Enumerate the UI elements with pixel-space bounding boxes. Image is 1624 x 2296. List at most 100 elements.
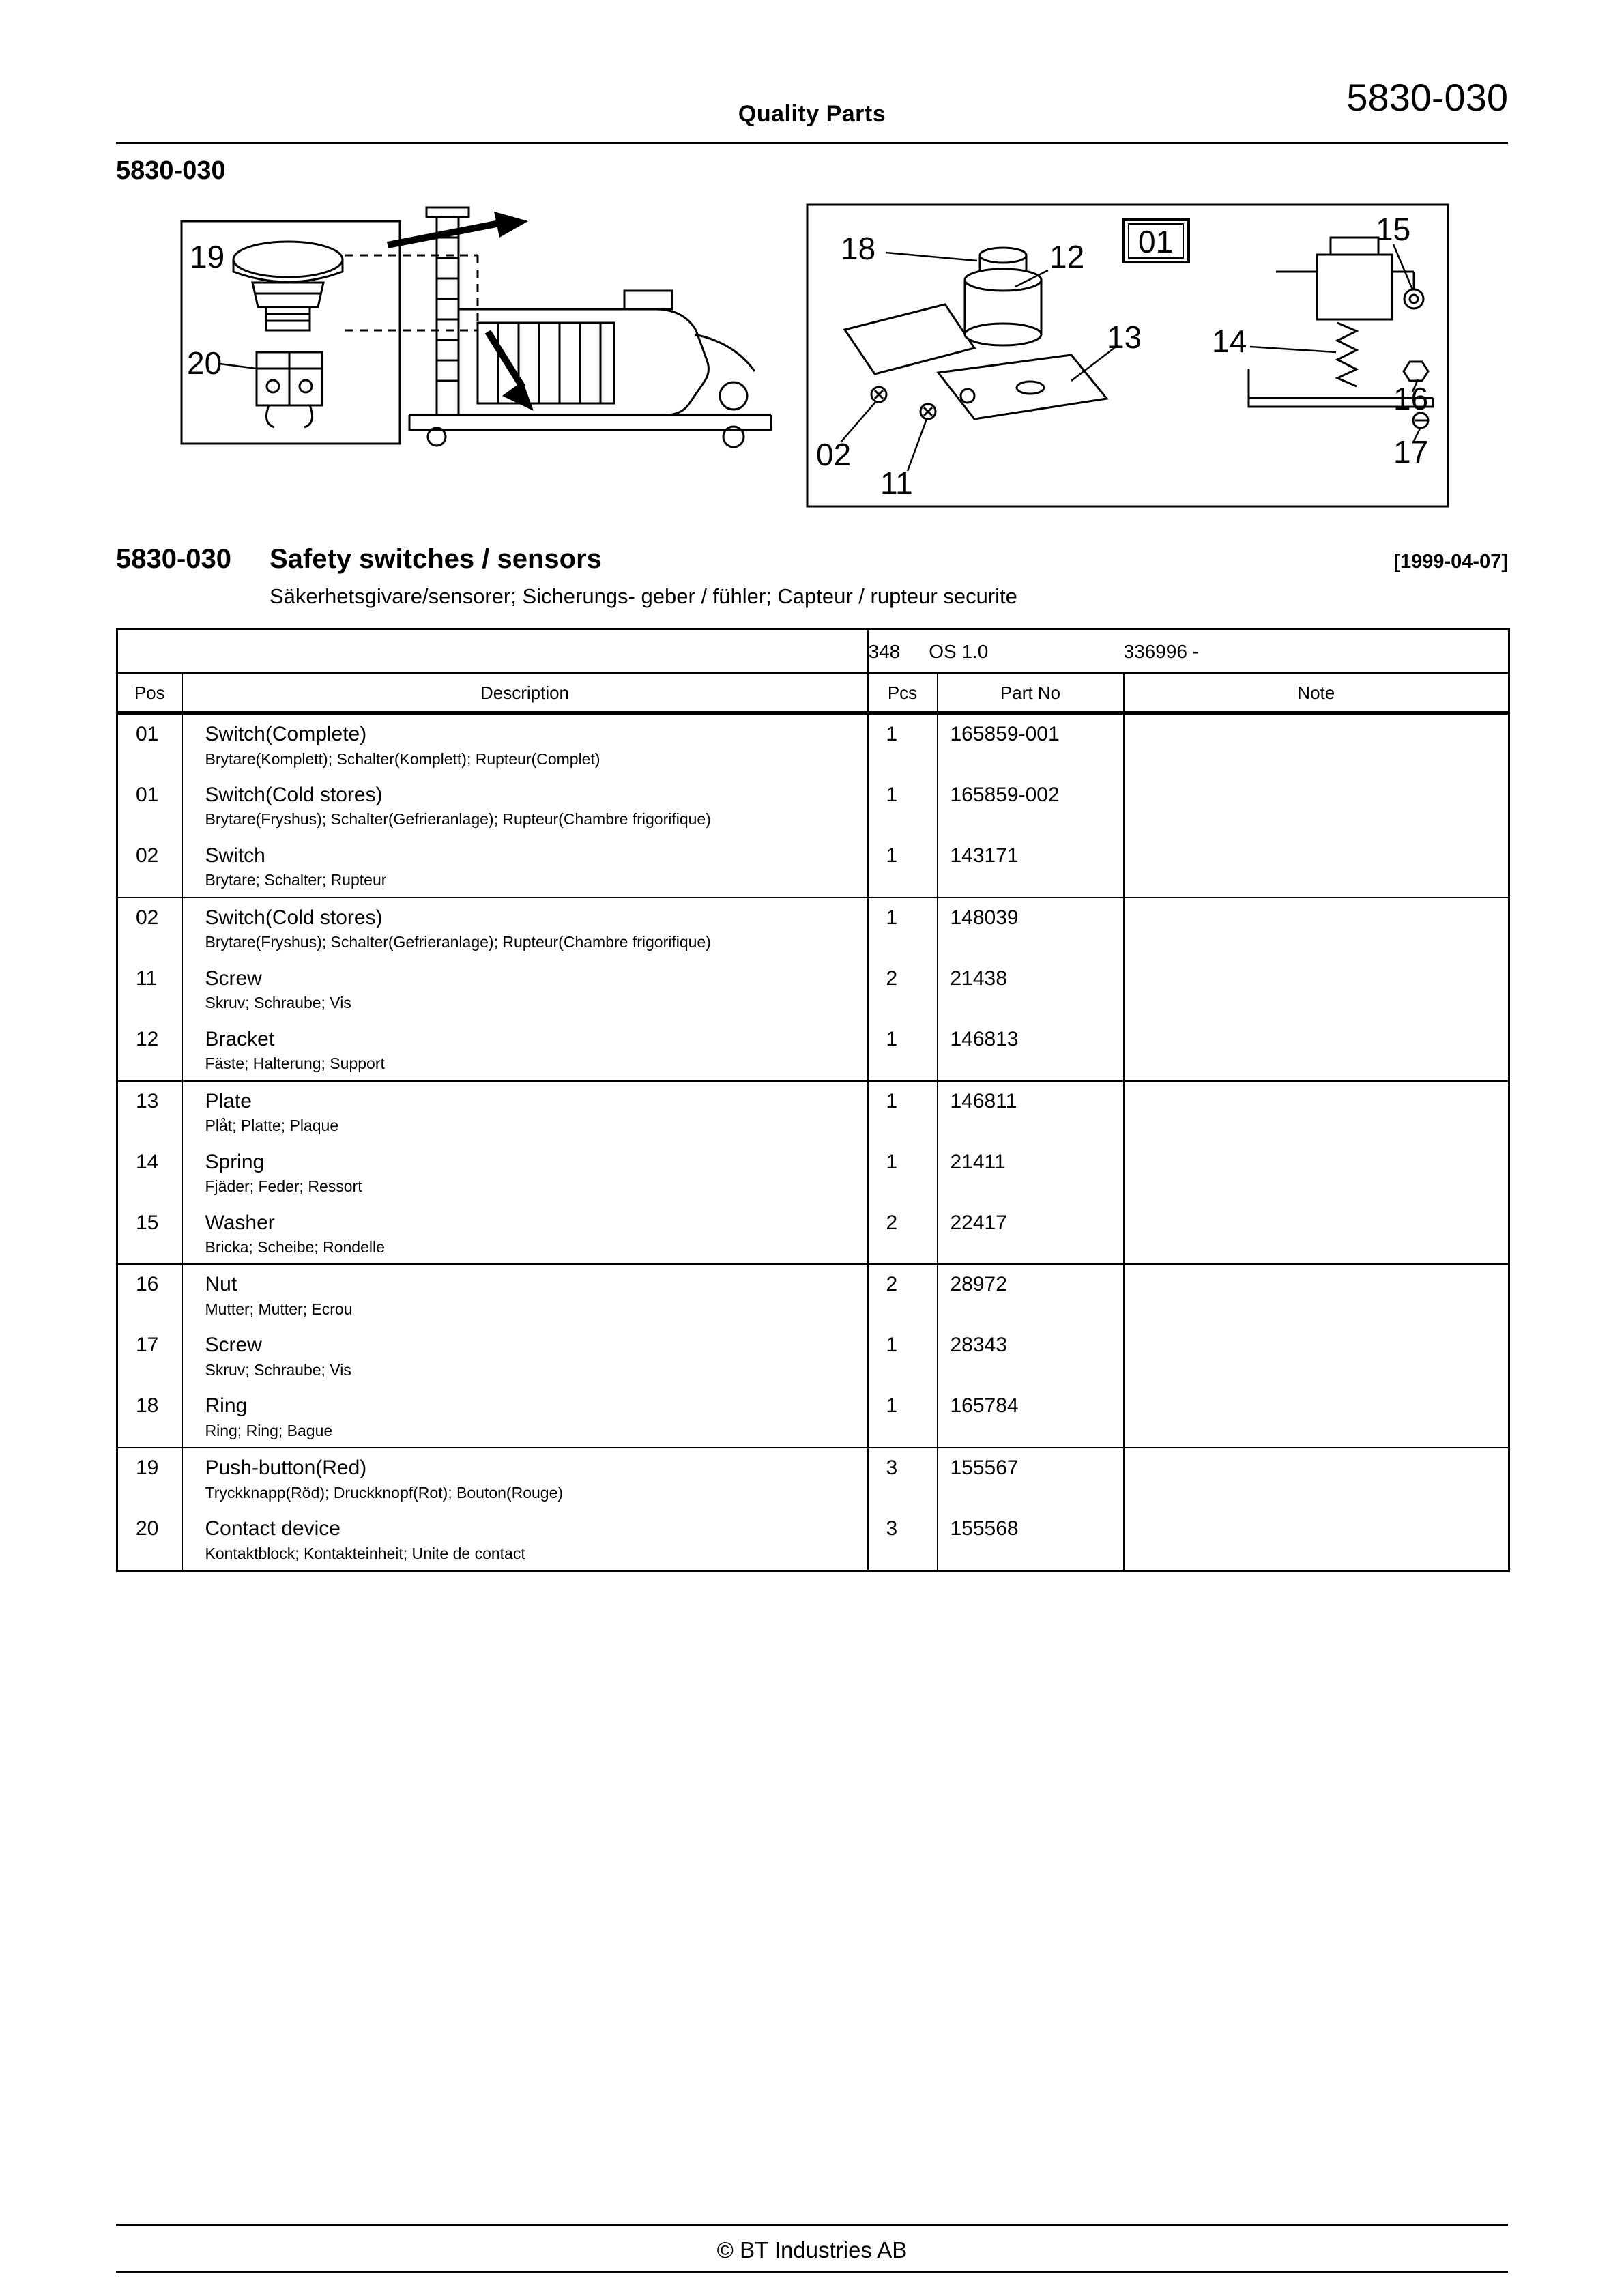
description-main: Nut <box>205 1273 237 1296</box>
table-row: 11 Screw Skruv; Schraube; Vis 2 21438 <box>117 958 1509 1020</box>
pos-cell: 17 <box>136 1334 159 1357</box>
table-row: 12 Bracket Fäste; Halterung; Support 1 1… <box>117 1019 1509 1082</box>
figure: 19 20 18 12 01 13 14 15 16 17 02 11 <box>116 190 1508 521</box>
header-part-no: Part No <box>936 673 1124 715</box>
leader-lines <box>219 244 1421 472</box>
pcs-cell: 2 <box>867 958 938 1020</box>
description-sub: Brytare(Komplett); Schalter(Komplett); R… <box>205 749 600 768</box>
pcs-cell: 3 <box>867 1448 938 1510</box>
description-sub: Skruv; Schraube; Vis <box>205 1360 351 1379</box>
part-no-cell: 155567 <box>936 1448 1124 1510</box>
part-no-cell: 155568 <box>936 1509 1124 1571</box>
pos-cell: 13 <box>136 1089 159 1113</box>
description-cell: Bracket Fäste; Halterung; Support <box>181 1019 868 1082</box>
serial-range-cell: 336996 - <box>1123 629 1509 674</box>
pcs-cell: 1 <box>867 1019 938 1082</box>
description-main: Push-button(Red) <box>205 1456 367 1480</box>
callout-12: 12 <box>1049 239 1084 274</box>
description-main: Switch(Cold stores) <box>205 783 383 806</box>
table-row: 14 Spring Fjäder; Feder; Ressort 1 21411 <box>117 1142 1509 1203</box>
callout-13: 13 <box>1107 319 1142 355</box>
parts-table-body: 01 Switch(Complete) Brytare(Komplett); S… <box>117 713 1509 1571</box>
part-no-cell: 143171 <box>936 835 1124 898</box>
table-row: 19 Push-button(Red) Tryckknapp(Röd); Dru… <box>117 1448 1509 1510</box>
note-cell <box>1122 835 1509 898</box>
description-sub: Mutter; Mutter; Ecrou <box>205 1300 353 1318</box>
callout-14: 14 <box>1212 324 1247 359</box>
description-main: Bracket <box>205 1027 275 1050</box>
pcs-cell: 1 <box>867 835 938 898</box>
part-no-cell: 21438 <box>936 958 1124 1020</box>
description-sub: Fäste; Halterung; Support <box>205 1054 385 1073</box>
note-cell <box>1122 1509 1509 1571</box>
figure-code: 5830-030 <box>116 156 226 185</box>
section-code: 5830-030 <box>116 544 232 574</box>
pos-cell: 18 <box>117 1386 182 1449</box>
assembly-figure-box <box>806 203 1449 508</box>
note-cell <box>1122 1264 1509 1326</box>
pos-cell: 12 <box>117 1019 182 1082</box>
header-pcs: Pcs <box>867 673 938 715</box>
pos-cell: 02 <box>117 835 182 898</box>
page-footer: © BT Industries AB <box>116 2224 1508 2273</box>
description-sub: Fjäder; Feder; Ressort <box>205 1177 362 1196</box>
table-row: 20 Contact device Kontaktblock; Kontakte… <box>117 1509 1509 1571</box>
callout-16: 16 <box>1393 381 1428 416</box>
description-cell: Screw Skruv; Schraube; Vis <box>181 1325 868 1387</box>
pcs-cell: 1 <box>867 1142 938 1203</box>
description-cell: Spring Fjäder; Feder; Ressort <box>181 1142 868 1203</box>
description-main: Plate <box>205 1089 252 1113</box>
description-main: Switch(Cold stores) <box>205 906 383 929</box>
model-number: 348 <box>868 641 901 662</box>
note-cell <box>1122 713 1509 775</box>
callout-02: 02 <box>816 437 851 472</box>
table-row: 18 Ring Ring; Ring; Bague 1 165784 <box>117 1386 1509 1449</box>
section-date: [1999-04-07] <box>1393 551 1508 573</box>
table-row: 02 Switch Brytare; Schalter; Rupteur 1 1… <box>117 835 1509 898</box>
description-sub: Kontaktblock; Kontakteinheit; Unite de c… <box>205 1544 525 1562</box>
description-main: Switch <box>205 844 265 867</box>
note-cell <box>1122 1448 1509 1510</box>
header-pos: Pos <box>117 673 182 715</box>
header-description: Description <box>181 673 868 715</box>
footer-rule-top <box>116 2224 1508 2226</box>
note-cell <box>1122 1080 1509 1143</box>
description-cell: Plate Plåt; Platte; Plaque <box>181 1080 868 1143</box>
figure-callouts: 19 20 18 12 01 13 14 15 16 17 02 11 <box>187 212 1428 501</box>
footer-rule-bottom <box>116 2271 1508 2273</box>
description-sub: Plåt; Platte; Plaque <box>205 1117 339 1135</box>
pos-cell: 20 <box>136 1517 159 1540</box>
pos-cell: 14 <box>136 1150 159 1173</box>
table-header-row: Pos Description Pcs Part No Note <box>117 673 1509 715</box>
header-note: Note <box>1122 673 1509 715</box>
pcs-cell: 1 <box>867 775 938 836</box>
description-main: Washer <box>205 1211 275 1234</box>
description-cell: Screw Skruv; Schraube; Vis <box>181 958 868 1020</box>
description-cell: Switch Brytare; Schalter; Rupteur <box>181 835 868 898</box>
description-main: Switch(Complete) <box>205 723 367 745</box>
part-no-cell: 165859-002 <box>936 775 1124 836</box>
note-cell <box>1122 958 1509 1020</box>
table-row: 01 Switch(Complete) Brytare(Komplett); S… <box>117 713 1509 775</box>
description-main: Ring <box>205 1394 248 1418</box>
note-cell <box>1122 775 1509 836</box>
document-title: Quality Parts <box>738 101 886 127</box>
description-main: Screw <box>205 1334 262 1357</box>
section-title: Safety switches / sensors <box>270 544 602 574</box>
pcs-cell: 2 <box>867 1264 938 1326</box>
callout-20: 20 <box>187 345 222 381</box>
meta-empty-cell <box>117 629 868 674</box>
parts-diagram: 19 20 18 12 01 13 14 15 16 17 02 11 <box>180 203 1449 508</box>
description-main: Contact device <box>205 1517 340 1540</box>
page-code: 5830-030 <box>1346 76 1508 119</box>
note-cell <box>1122 1019 1509 1082</box>
page-header: 5830-030 Quality Parts <box>116 76 1508 134</box>
pos-cell: 19 <box>136 1456 159 1480</box>
note-cell <box>1122 1203 1509 1265</box>
part-no-cell: 22417 <box>936 1203 1124 1265</box>
description-cell: Contact device Kontaktblock; Kontakteinh… <box>181 1509 868 1571</box>
description-cell: Washer Bricka; Scheibe; Rondelle <box>181 1203 868 1265</box>
pos-cell: 02 <box>136 906 159 929</box>
pcs-cell: 1 <box>867 1386 938 1449</box>
